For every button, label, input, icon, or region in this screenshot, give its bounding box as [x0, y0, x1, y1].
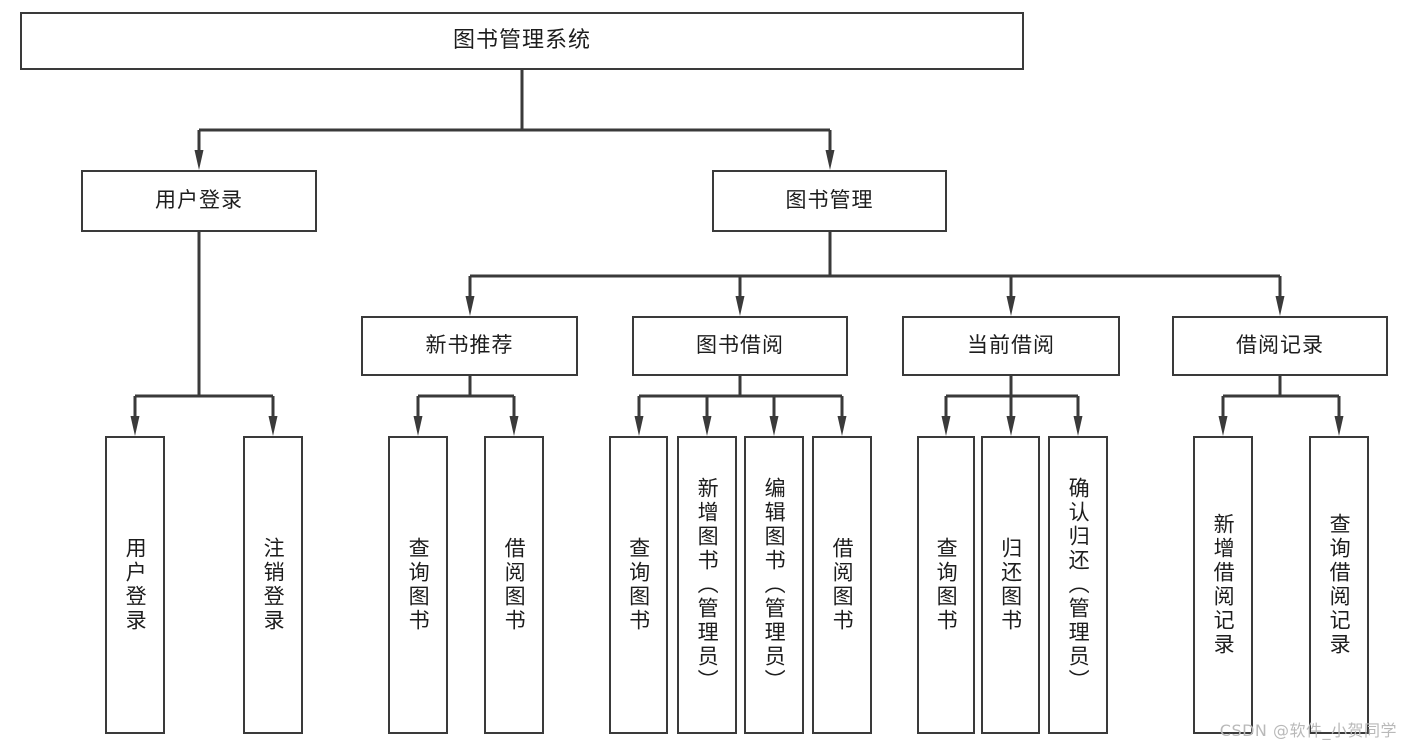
arrow-head-icon	[268, 416, 278, 436]
node-leaf-add-book[interactable]: 新增图书（管理员）	[677, 436, 737, 734]
node-leaf-borrow-book-2[interactable]: 借阅图书	[812, 436, 872, 734]
arrow-head-icon	[941, 416, 951, 436]
node-label: 图书借阅	[696, 333, 784, 358]
node-label: 借阅图书	[830, 537, 855, 633]
watermark: CSDN @软件_小贺同学	[1219, 721, 1397, 740]
node-label: 借阅图书	[502, 537, 527, 633]
node-label: 查询图书	[406, 537, 431, 633]
node-book-borrow[interactable]: 图书借阅	[632, 316, 848, 376]
arrow-head-icon	[825, 150, 835, 170]
arrow-head-icon	[194, 150, 204, 170]
node-root[interactable]: 图书管理系统	[20, 12, 1024, 70]
node-label: 查询借阅记录	[1327, 513, 1352, 657]
arrow-head-icon	[413, 416, 423, 436]
arrow-head-icon	[130, 416, 140, 436]
node-label: 借阅记录	[1236, 333, 1324, 358]
node-label: 新书推荐	[425, 333, 514, 358]
node-label: 图书管理	[785, 188, 874, 213]
node-label: 用户登录	[123, 537, 148, 633]
node-current-borrow[interactable]: 当前借阅	[902, 316, 1120, 376]
node-leaf-add-record[interactable]: 新增借阅记录	[1193, 436, 1253, 734]
node-label: 新增图书（管理员）	[695, 477, 720, 693]
node-leaf-user-login[interactable]: 用户登录	[105, 436, 165, 734]
node-label: 新增借阅记录	[1211, 513, 1236, 657]
node-label: 图书管理系统	[452, 27, 591, 53]
arrow-head-icon	[702, 416, 712, 436]
node-leaf-query-record[interactable]: 查询借阅记录	[1309, 436, 1369, 734]
node-label: 查询图书	[626, 537, 651, 633]
node-new-book-rec[interactable]: 新书推荐	[361, 316, 578, 376]
arrow-head-icon	[1006, 296, 1016, 316]
node-label: 编辑图书（管理员）	[762, 477, 787, 693]
node-leaf-confirm-return[interactable]: 确认归还（管理员）	[1048, 436, 1108, 734]
node-leaf-logout[interactable]: 注销登录	[243, 436, 303, 734]
arrow-head-icon	[465, 296, 475, 316]
arrow-head-icon	[1006, 416, 1016, 436]
node-borrow-record[interactable]: 借阅记录	[1172, 316, 1388, 376]
node-label: 当前借阅	[967, 333, 1055, 358]
node-leaf-query-book-2[interactable]: 查询图书	[609, 436, 668, 734]
arrow-head-icon	[837, 416, 847, 436]
node-label: 确认归还（管理员）	[1066, 477, 1091, 693]
node-user-login[interactable]: 用户登录	[81, 170, 317, 232]
node-leaf-borrow-book-1[interactable]: 借阅图书	[484, 436, 544, 734]
arrow-head-icon	[509, 416, 519, 436]
arrow-head-icon	[735, 296, 745, 316]
node-leaf-return-book[interactable]: 归还图书	[981, 436, 1040, 734]
arrow-head-icon	[1275, 296, 1285, 316]
node-book-manage[interactable]: 图书管理	[712, 170, 947, 232]
node-label: 查询图书	[934, 537, 959, 633]
node-label: 用户登录	[155, 188, 243, 213]
node-label: 注销登录	[261, 537, 286, 633]
node-leaf-edit-book[interactable]: 编辑图书（管理员）	[744, 436, 804, 734]
node-leaf-query-book-1[interactable]: 查询图书	[388, 436, 448, 734]
arrow-head-icon	[1073, 416, 1083, 436]
node-label: 归还图书	[998, 537, 1023, 633]
arrow-head-icon	[1334, 416, 1344, 436]
arrow-head-icon	[1218, 416, 1228, 436]
node-leaf-query-book-3[interactable]: 查询图书	[917, 436, 975, 734]
arrow-head-icon	[769, 416, 779, 436]
arrow-head-icon	[634, 416, 644, 436]
